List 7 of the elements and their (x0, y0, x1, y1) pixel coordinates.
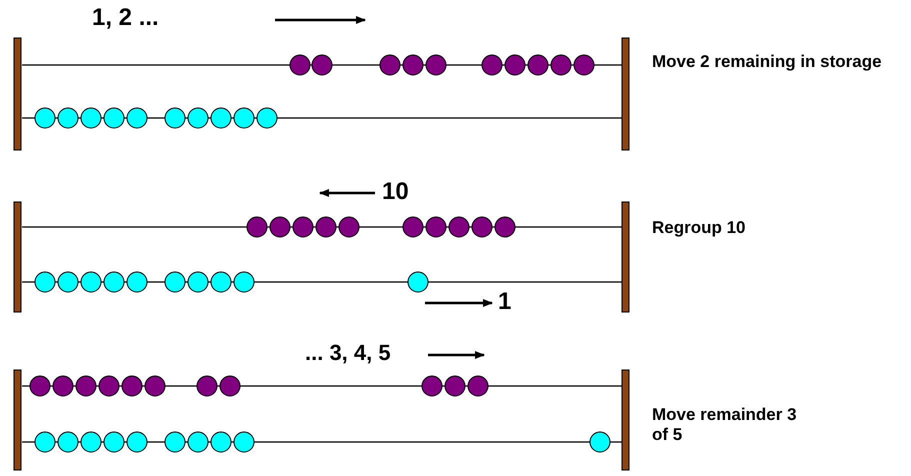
count-label: 1, 2 ... (92, 4, 159, 33)
count-label: ... 3, 4, 5 (305, 340, 391, 366)
count-label: 10 (382, 178, 409, 207)
step-note: Move 2 remaining in storage (652, 52, 883, 72)
count-label: 1 (498, 288, 512, 317)
step-note: Move remainder 3 of 5 (652, 405, 798, 446)
step-note: Regroup 10 (652, 218, 747, 238)
